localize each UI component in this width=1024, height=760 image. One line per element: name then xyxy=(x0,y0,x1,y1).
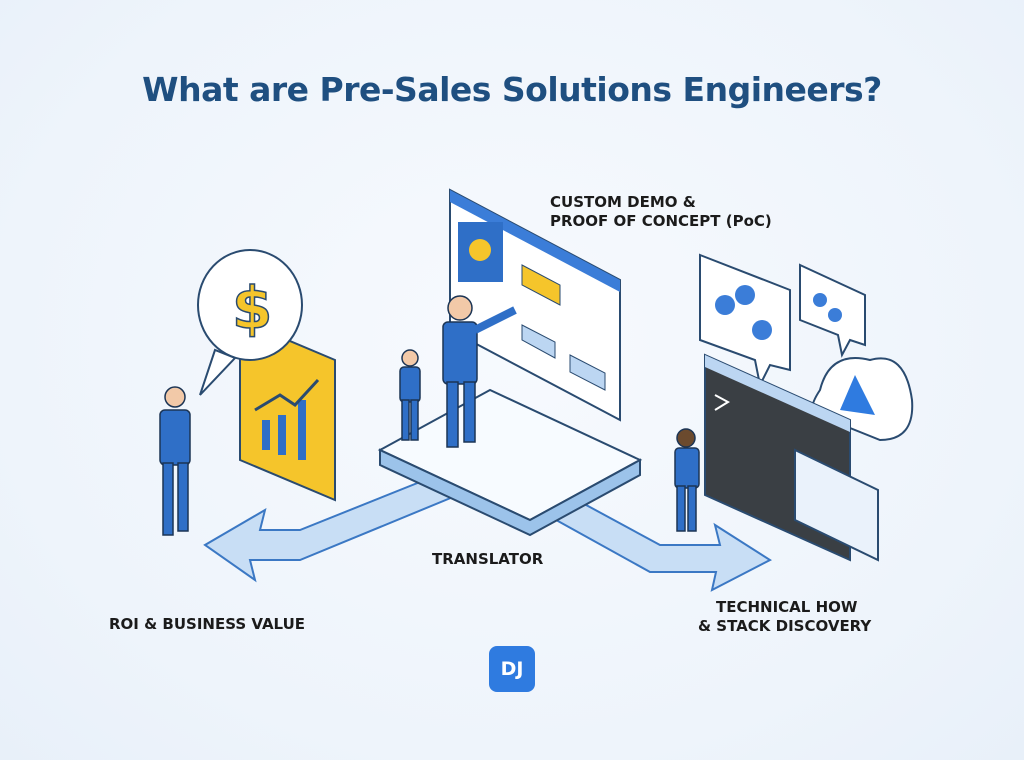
tech-label-line1: TECHNICAL HOW xyxy=(716,598,858,616)
page-title: What are Pre-Sales Solutions Engineers? xyxy=(142,70,882,109)
code-window xyxy=(794,448,879,562)
demo-screen xyxy=(449,188,621,422)
platform-side xyxy=(379,448,641,537)
person-engineer xyxy=(674,428,700,532)
person-roi xyxy=(159,386,191,536)
roi-visual: $ xyxy=(197,249,336,502)
dollar-speech-bubble: $ xyxy=(197,249,303,396)
arrow-left xyxy=(203,468,472,583)
flowchart-icon xyxy=(521,264,606,391)
growth-chart-icon xyxy=(239,318,336,502)
lightbulb-icon xyxy=(458,222,503,282)
tech-label-line2: & STACK DISCOVERY xyxy=(698,617,872,635)
dollar-icon: $ xyxy=(232,274,272,342)
demo-label-line1: CUSTOM DEMO & xyxy=(550,193,696,211)
dj-logo: DJ xyxy=(489,646,535,692)
translator-label: TRANSLATOR xyxy=(432,550,544,568)
person-presenter xyxy=(442,295,517,448)
person-small xyxy=(399,349,421,441)
roi-label: ROI & BUSINESS VALUE xyxy=(109,615,306,633)
demo-label-line2: PROOF OF CONCEPT (PoC) xyxy=(550,212,772,230)
tech-visual xyxy=(699,253,914,562)
api-gears-icon xyxy=(699,253,791,389)
api-gears-icon xyxy=(799,263,866,358)
